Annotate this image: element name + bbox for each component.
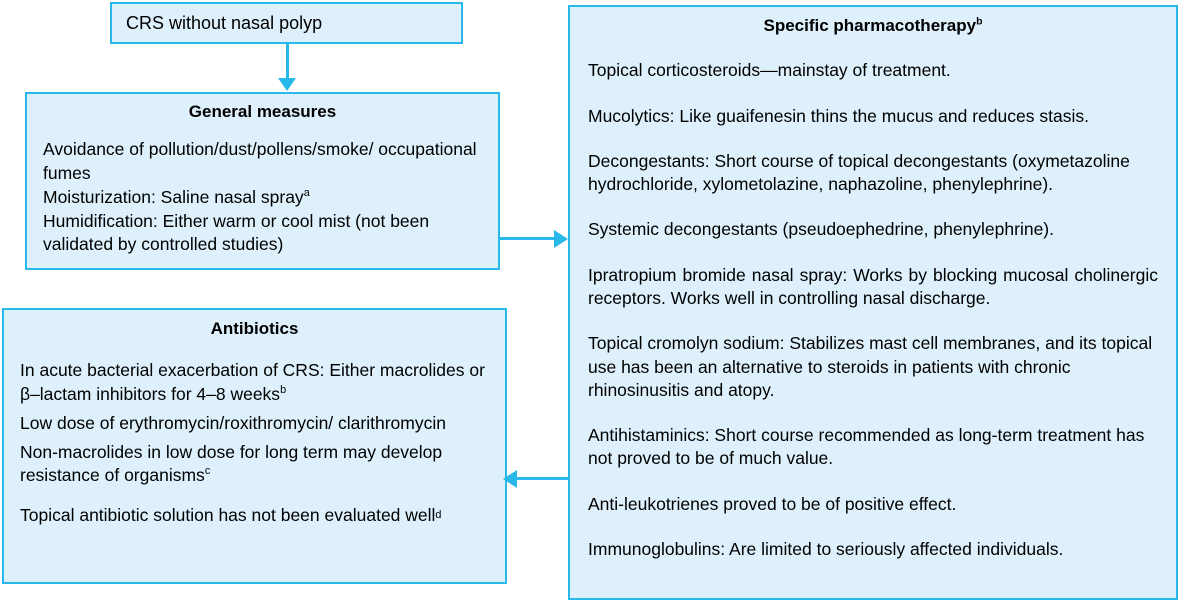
antibiotics-line-1: In acute bacterial exacerbation of CRS: … [20,360,485,404]
general-measures-line-1: Avoidance of pollution/dust/pollens/smok… [43,139,477,183]
antibiotics-line-4: Topical antibiotic solution has not been… [20,504,442,525]
footnote-marker-b: b [280,383,287,396]
pharmacotherapy-line-4: Systemic decongestants (pseudoephedrine,… [588,219,1054,240]
arrow-down-icon [278,78,296,91]
pharmacotherapy-line-8: Anti-leukotrienes proved to be of positi… [588,493,957,514]
connector-pharma-to-antibiotics-line [516,477,570,480]
pharmacotherapy-line-1: Topical corticosteroids—mainstay of trea… [588,60,951,81]
connector-crs-to-general-line [286,44,289,80]
footnote-marker-a: a [303,187,310,200]
box-crs-without-nasal-polyp: CRS without nasal polyp [110,2,463,44]
pharmacotherapy-line-7: Antihistaminics: Short course recommende… [588,425,1145,469]
pharmacotherapy-line-9: Immunoglobulins: Are limited to seriousl… [588,538,1064,559]
box-antibiotics: Antibiotics In acute bacterial exacerbat… [2,308,507,584]
box-crs-label: CRS without nasal polyp [126,12,323,33]
antibiotics-line-3: Non-macrolides in low dose for long term… [20,442,443,486]
footnote-marker-c: c [204,465,211,478]
box-general-measures: General measures Avoidance of pollution/… [25,92,500,270]
antibiotics-line-2: Low dose of erythromycin/roxithromycin/ … [20,412,446,433]
pharmacotherapy-line-3: Decongestants: Short course of topical d… [588,150,1130,195]
pharmacotherapy-line-5: Ipratropium bromide nasal spray: Works b… [588,264,1158,308]
footnote-marker-d: d [435,508,442,521]
general-measures-line-2: Moisturization: Saline nasal spraya [43,186,310,207]
pharmacotherapy-line-6: Topical cromolyn sodium: Stabilizes mast… [588,333,1153,400]
general-measures-line-3: Humidification: Either warm or cool mist… [43,211,430,255]
arrow-right-icon [554,230,568,248]
antibiotics-title: Antibiotics [210,319,299,338]
arrow-left-icon [503,470,517,488]
footnote-marker-b-title: b [976,15,983,28]
pharmacotherapy-line-2: Mucolytics: Like guaifenesin thins the m… [588,105,1089,126]
box-specific-pharmacotherapy: Specific pharmacotherapyb Topical cortic… [568,5,1178,600]
pharmacotherapy-title: Specific pharmacotherapyb [763,15,983,35]
connector-general-to-pharma-line [500,237,556,240]
general-measures-title: General measures [188,102,337,121]
